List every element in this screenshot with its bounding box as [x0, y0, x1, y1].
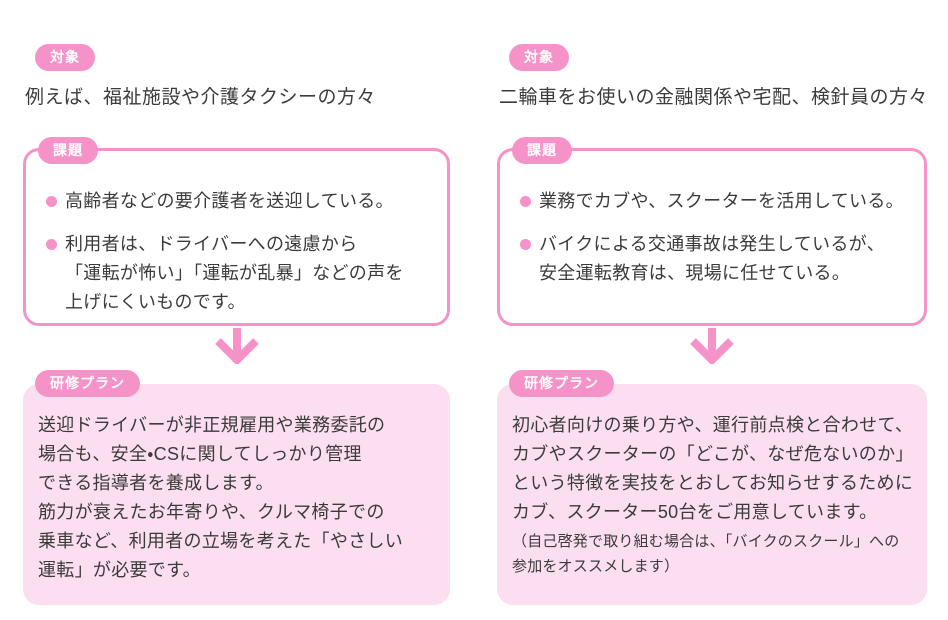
flow-arrow: [497, 327, 927, 364]
issue-text: バイクによる交通事故は発生しているが、 安全運転教育は、現場に任せている。: [539, 233, 885, 283]
down-arrow-icon: [214, 327, 259, 364]
bullet-dot-icon: [520, 195, 531, 207]
issue-item: バイクによる交通事故は発生しているが、 安全運転教育は、現場に任せている。: [520, 230, 914, 288]
issues-badge: 課題: [38, 136, 98, 164]
column-motorcycle: 対象 二輪車をお使いの金融関係や宅配、検針員の方々 課題 業務でカブや、スクータ…: [497, 44, 929, 620]
issues-list: 業務でカブや、スクーターを活用している。 バイクによる交通事故は発生しているが、…: [520, 187, 914, 288]
plan-box: 研修プラン 初心者向けの乗り方や、運行前点検と合わせて、 カブやスクーターの「ど…: [497, 369, 927, 605]
down-arrow-icon: [690, 327, 734, 364]
issues-badge: 課題: [512, 136, 572, 164]
issues-box: 課題 業務でカブや、スクーターを活用している。 バイクによる交通事故は発生してい…: [497, 136, 927, 326]
issue-item: 高齢者などの要介護者を送迎している。: [46, 187, 437, 216]
plan-box: 研修プラン 送迎ドライバーが非正規雇用や業務委託の 場合も、安全・CSに関してし…: [23, 369, 450, 605]
issue-text: 利用者は、ドライバーへの遠慮から 「運転が怖い」「運転が乱暴」などの声を 上げに…: [65, 233, 404, 312]
plan-badge: 研修プラン: [35, 369, 140, 397]
plan-text: 送迎ドライバーが非正規雇用や業務委託の 場合も、安全・CSに関してしっかり管理 …: [38, 414, 404, 580]
issues-list: 高齢者などの要介護者を送迎している。 利用者は、ドライバーへの遠慮から 「運転が…: [46, 187, 437, 317]
issue-text: 業務でカブや、スクーターを活用している。: [539, 190, 904, 211]
plan-text: 初心者向けの乗り方や、運行前点検と合わせて、 カブやスクーターの「どこが、なぜ危…: [512, 414, 914, 522]
bullet-dot-icon: [46, 238, 57, 250]
target-badge: 対象: [509, 44, 569, 71]
flow-arrow: [23, 327, 450, 364]
plan-badge: 研修プラン: [509, 369, 614, 397]
issue-item: 利用者は、ドライバーへの遠慮から 「運転が怖い」「運転が乱暴」などの声を 上げに…: [46, 230, 437, 317]
target-badge: 対象: [35, 44, 95, 71]
issues-box: 課題 高齢者などの要介護者を送迎している。 利用者は、ドライバーへの遠慮から 「…: [23, 136, 450, 326]
bullet-dot-icon: [46, 195, 57, 207]
target-text: 二輪車をお使いの金融関係や宅配、検針員の方々: [499, 87, 929, 108]
column-welfare: 対象 例えば、福祉施設や介護タクシーの方々 課題 高齢者などの要介護者を送迎して…: [23, 44, 450, 620]
issue-text: 高齢者などの要介護者を送迎している。: [65, 190, 394, 211]
issue-item: 業務でカブや、スクーターを活用している。: [520, 187, 914, 216]
plan-note: （自己啓発で取り組む場合は、「バイクのスクール」への 参加をオススメします）: [512, 532, 900, 575]
target-text: 例えば、福祉施設や介護タクシーの方々: [25, 87, 377, 108]
bullet-dot-icon: [520, 238, 531, 250]
